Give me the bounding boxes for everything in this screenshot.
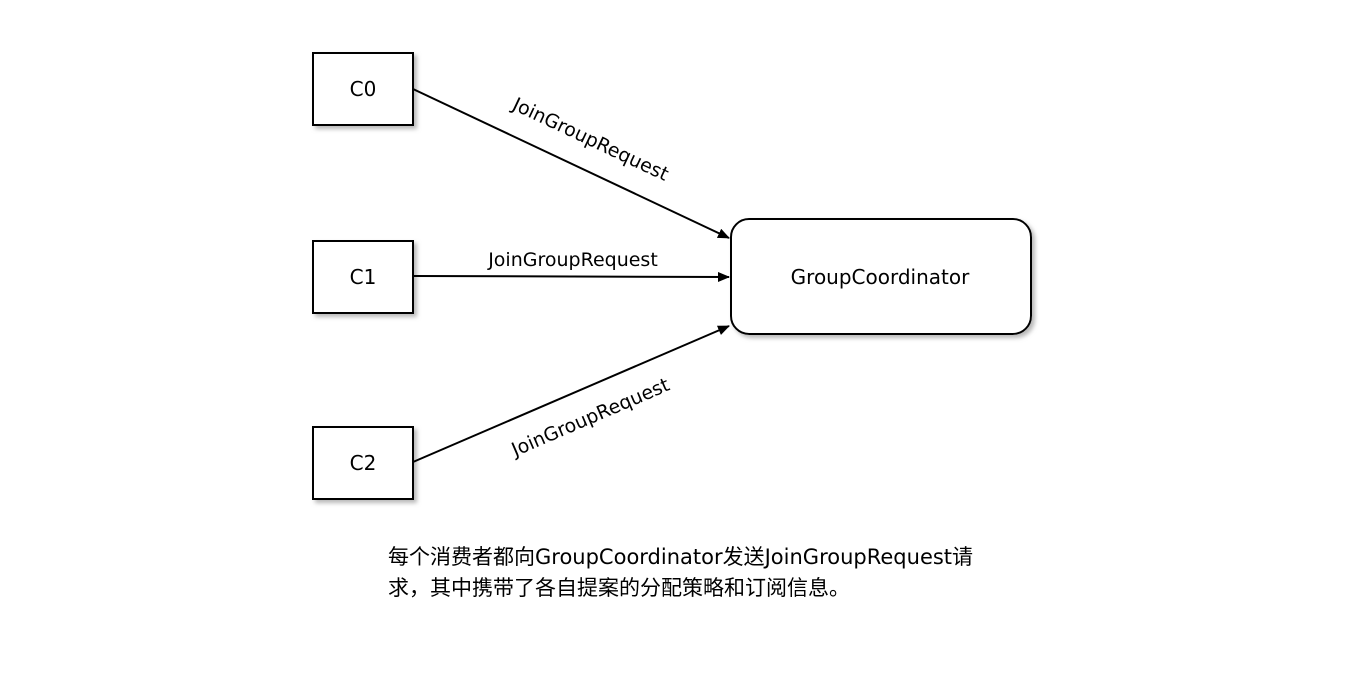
edge-c0-to-coordinator: JoinGroupRequest (412, 88, 730, 239)
diagram-caption: 每个消费者都向GroupCoordinator发送JoinGroupReques… (388, 542, 1048, 604)
edge-c1-label: JoinGroupRequest (487, 249, 658, 271)
edge-c2-to-coordinator: JoinGroupRequest (412, 325, 730, 463)
consumer-c2-label: C2 (350, 451, 377, 475)
consumer-c1-label: C1 (350, 265, 377, 289)
consumer-c0-label: C0 (350, 77, 377, 101)
consumer-c1-node: C1 (312, 240, 414, 314)
group-coordinator-label: GroupCoordinator (791, 265, 970, 289)
caption-line-2: 求，其中携带了各自提案的分配策略和订阅信息。 (388, 576, 850, 600)
edge-c0-arrow (412, 88, 730, 239)
group-coordinator-node: GroupCoordinator (730, 218, 1032, 335)
caption-line-1: 每个消费者都向GroupCoordinator发送JoinGroupReques… (388, 545, 974, 569)
edge-c2-arrow (412, 325, 730, 463)
edge-c2-label: JoinGroupRequest (507, 374, 672, 462)
consumer-c0-node: C0 (312, 52, 414, 126)
edge-c1-arrow (412, 271, 730, 282)
edge-c1-to-coordinator: JoinGroupRequest (412, 249, 730, 282)
consumer-c2-node: C2 (312, 426, 414, 500)
